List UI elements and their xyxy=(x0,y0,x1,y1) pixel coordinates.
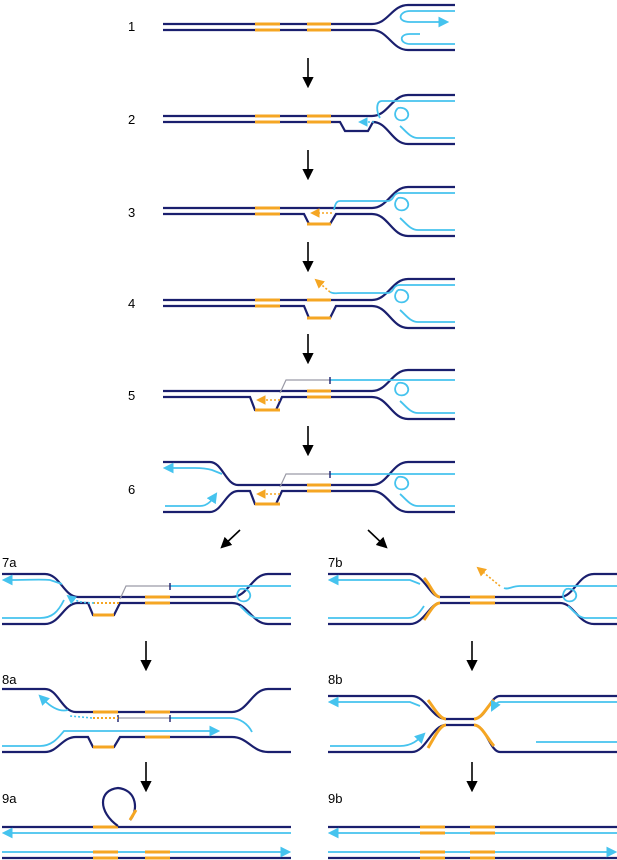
step-8b-diagram xyxy=(327,694,617,754)
diag-arrow-right xyxy=(367,529,388,549)
step-4-diagram xyxy=(163,277,455,330)
step-label-5: 5 xyxy=(128,388,135,403)
step-1-diagram xyxy=(163,3,455,52)
step-label-6: 6 xyxy=(128,482,135,497)
diag-arrow-left xyxy=(220,529,241,549)
step-label-3: 3 xyxy=(128,205,135,220)
step-2-diagram xyxy=(163,93,455,146)
step-7b-diagram xyxy=(327,566,617,626)
flow-arrows xyxy=(140,58,478,793)
step-9a-diagram xyxy=(1,786,292,860)
step-label-4: 4 xyxy=(128,296,135,311)
step-label-7a: 7a xyxy=(2,555,17,570)
step-label-8a: 8a xyxy=(2,672,17,687)
step-8a-diagram xyxy=(2,687,291,754)
step-9b-diagram xyxy=(327,825,617,860)
step-label-2: 2 xyxy=(128,112,135,127)
step-5-diagram xyxy=(163,368,455,421)
step-3-diagram xyxy=(163,185,455,238)
step-7a-diagram xyxy=(1,572,291,626)
step-label-9b: 9b xyxy=(328,791,342,806)
step-label-8b: 8b xyxy=(328,672,342,687)
step-6-diagram xyxy=(162,460,455,514)
step-label-9a: 9a xyxy=(2,791,17,806)
step-label-1: 1 xyxy=(128,19,135,34)
step-label-7b: 7b xyxy=(328,555,342,570)
